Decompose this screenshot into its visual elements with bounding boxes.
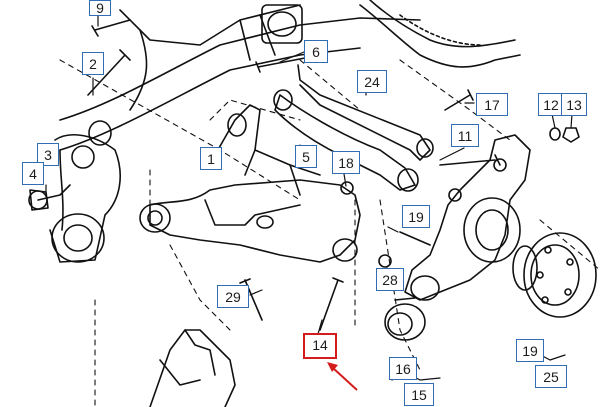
callout-part-14-highlighted: 14 (303, 333, 337, 359)
callout-part-19-lower: 19 (516, 339, 544, 362)
wheel-hub (512, 232, 597, 318)
callout-part-11: 11 (451, 124, 479, 147)
callout-part-25: 25 (535, 365, 567, 388)
callout-part-5: 5 (295, 145, 317, 168)
callout-part-4: 4 (22, 162, 44, 185)
callout-part-3: 3 (37, 143, 59, 166)
lower-control-arm (139, 104, 392, 268)
callout-part-1: 1 (200, 147, 222, 170)
callout-part-15: 15 (404, 383, 434, 406)
upper-links (273, 64, 434, 192)
rubber-bushing (384, 297, 426, 341)
subframe (59, 0, 521, 231)
left-mount (28, 120, 121, 263)
callout-part-9: 9 (89, 0, 111, 16)
callout-part-13: 13 (561, 93, 587, 116)
callout-part-17: 17 (476, 93, 508, 116)
lower-bracket (149, 329, 236, 407)
callout-part-24: 24 (357, 70, 387, 93)
callout-part-6: 6 (304, 40, 328, 63)
highlight-arrow (327, 362, 358, 391)
callout-part-2: 2 (82, 52, 104, 75)
callout-part-28: 28 (376, 268, 404, 291)
callout-part-16: 16 (389, 357, 417, 380)
bolts (87, 19, 501, 331)
callout-part-19-upper: 19 (402, 205, 430, 228)
callout-part-29: 29 (217, 285, 249, 308)
callout-part-18: 18 (332, 151, 360, 174)
wheel-knuckle (404, 127, 580, 301)
